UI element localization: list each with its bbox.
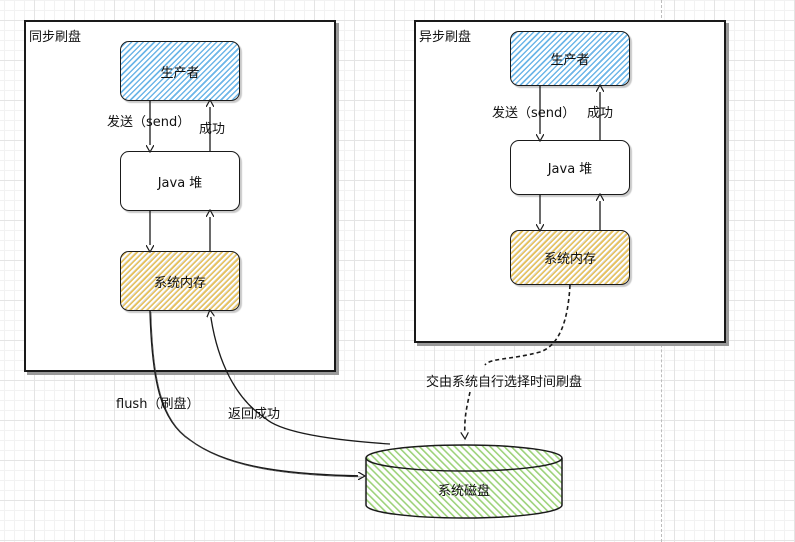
async-success-label: 成功 xyxy=(587,106,614,121)
sync-success-label: 成功 xyxy=(199,122,226,137)
sync-java-heap-node[interactable]: Java 堆 xyxy=(120,151,240,211)
os-flush-dashed-arrow xyxy=(484,284,571,366)
system-disk-cylinder xyxy=(365,444,563,519)
sync-system-memory-node[interactable]: 系统内存 xyxy=(120,251,240,311)
return-success-label: 返回成功 xyxy=(228,407,281,422)
sync-system-memory-label: 系统内存 xyxy=(153,275,206,291)
async-send-label: 发送（send） xyxy=(492,106,576,121)
async-java-heap-node[interactable]: Java 堆 xyxy=(510,140,630,195)
async-producer-node[interactable]: 生产者 xyxy=(510,31,630,86)
system-disk-label: 系统磁盘 xyxy=(438,484,491,499)
async-system-memory-label: 系统内存 xyxy=(543,252,596,267)
sync-producer-node[interactable]: 生产者 xyxy=(120,41,240,101)
async-panel-title: 异步刷盘 xyxy=(419,30,472,45)
sync-send-label: 发送（send） xyxy=(107,115,191,130)
sync-producer-label: 生产者 xyxy=(160,65,200,81)
async-system-memory-node[interactable]: 系统内存 xyxy=(510,230,630,285)
os-flush-label: 交由系统自行选择时间刷盘 xyxy=(426,375,583,390)
async-java-heap-label: Java 堆 xyxy=(547,162,593,177)
sync-java-heap-label: Java 堆 xyxy=(157,175,203,191)
flush-label: flush（刷盘） xyxy=(116,397,200,412)
return-success-arrow xyxy=(210,311,391,445)
async-producer-label: 生产者 xyxy=(550,53,590,68)
sync-panel-title: 同步刷盘 xyxy=(29,30,82,45)
